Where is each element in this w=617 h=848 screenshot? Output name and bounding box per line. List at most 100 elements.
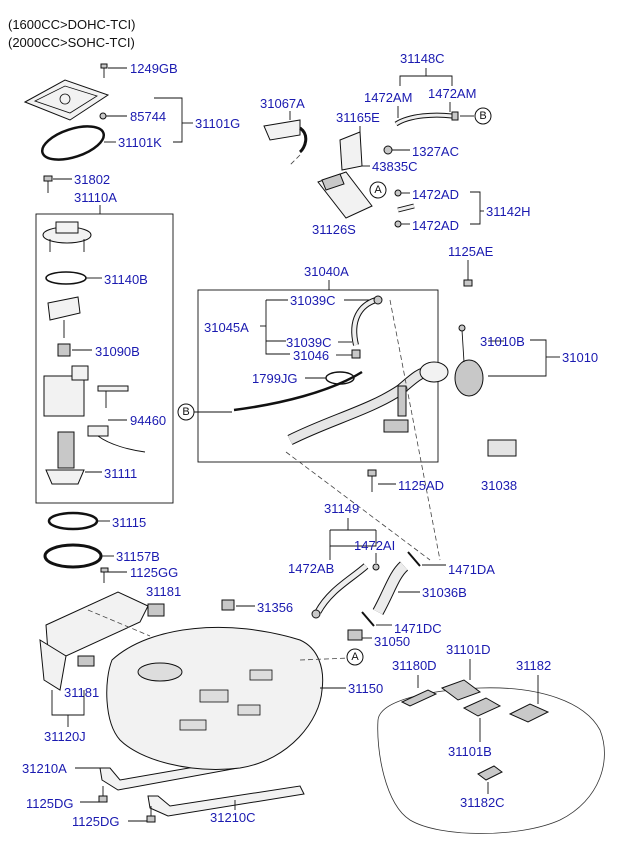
callout-a-bottom: [346, 648, 364, 666]
label-43835c[interactable]: 43835C: [372, 159, 418, 174]
label-31165e[interactable]: 31165E: [336, 110, 380, 125]
tank-strap-31210c: [147, 785, 305, 817]
label-31101k[interactable]: 31101K: [118, 135, 162, 150]
label-1125ad[interactable]: 1125AD: [398, 478, 444, 493]
label-31036b[interactable]: 31036B: [422, 585, 467, 600]
label-31110a[interactable]: 31110A: [74, 190, 117, 205]
vapor-hose-31148c: [394, 111, 459, 127]
vapor-hose-31067a: [263, 119, 308, 154]
label-plate-31038: [487, 439, 517, 457]
label-31181-left[interactable]: 31181: [64, 685, 99, 700]
label-1125dg-2[interactable]: 1125DG: [72, 814, 119, 829]
clip-31050: [347, 629, 363, 641]
label-31010[interactable]: 31010: [562, 350, 598, 365]
label-31140b[interactable]: 31140B: [104, 272, 148, 287]
label-1472ad-1[interactable]: 1472AD: [412, 187, 459, 202]
fuel-pump-cover-plate: [23, 79, 110, 121]
pump-reservoir-part: [43, 365, 89, 417]
label-94460[interactable]: 94460: [130, 413, 166, 428]
label-31802[interactable]: 31802: [74, 172, 110, 187]
label-31142h[interactable]: 31142H: [486, 204, 531, 219]
label-1799jg[interactable]: 1799JG: [252, 371, 298, 386]
label-31149[interactable]: 31149: [324, 501, 359, 516]
ring-31115: [47, 511, 99, 531]
clamp-1471da: [407, 551, 421, 567]
label-31067a[interactable]: 31067A: [260, 96, 305, 111]
label-31046[interactable]: 31046: [293, 348, 329, 363]
label-31101d[interactable]: 31101D: [446, 642, 491, 657]
fuel-cap-31010: [454, 324, 484, 397]
vent-hose-31149: [311, 563, 369, 619]
label-31180d[interactable]: 31180D: [392, 658, 437, 673]
label-31182[interactable]: 31182: [516, 658, 551, 673]
pad-31101d: [440, 679, 482, 701]
label-1471dc[interactable]: 1471DC: [394, 621, 442, 636]
regulator-31090b: [57, 343, 71, 357]
clip-31356: [221, 599, 235, 611]
label-31120j[interactable]: 31120J: [44, 729, 86, 744]
label-85744[interactable]: 85744: [130, 109, 166, 124]
label-31101b[interactable]: 31101B: [448, 744, 492, 759]
pad-31182c: [477, 765, 503, 781]
label-31050[interactable]: 31050: [374, 634, 410, 649]
label-31045a[interactable]: 31045A: [204, 320, 249, 335]
filter-cap-part: [47, 296, 81, 338]
screw-85744-part: [99, 112, 107, 120]
label-31115[interactable]: 31115: [112, 515, 146, 530]
callout-a-top: [369, 181, 387, 199]
fuel-pump-31111: [45, 431, 85, 485]
label-1472ai[interactable]: 1472AI: [354, 538, 395, 553]
filler-neck-frame: [197, 289, 439, 463]
clamp-1471dc: [361, 611, 375, 627]
engine-spec-line-1: (1600CC>DOHC-TCI): [8, 17, 136, 32]
label-31010b[interactable]: 31010B: [480, 334, 525, 349]
label-1472am-2[interactable]: 1472AM: [428, 86, 476, 101]
label-31356[interactable]: 31356: [257, 600, 293, 615]
bolt-1125dg-2-part: [146, 806, 156, 823]
label-31039c-1[interactable]: 31039C: [290, 293, 336, 308]
fill-hose-31036b: [372, 561, 409, 615]
label-31039c-2[interactable]: 31039C: [286, 335, 332, 350]
label-31181-top[interactable]: 31181: [146, 584, 181, 599]
fuel-tank-31150: [106, 626, 324, 770]
label-31182c[interactable]: 31182C: [460, 795, 505, 810]
label-31090b[interactable]: 31090B: [95, 344, 140, 359]
pad-31182: [508, 703, 550, 723]
pad-31181-left: [77, 655, 95, 667]
heat-protector-part: [39, 591, 149, 691]
label-31126s[interactable]: 31126S: [312, 222, 356, 237]
label-1125gg[interactable]: 1125GG: [130, 565, 178, 580]
bolt-1125ad: [367, 469, 377, 492]
label-1125dg-1[interactable]: 1125DG: [26, 796, 73, 811]
hose-31142h: [397, 203, 415, 213]
callout-b-mid-text: B: [182, 406, 189, 418]
label-31210c[interactable]: 31210C: [210, 810, 256, 825]
pump-module-frame: [35, 213, 174, 504]
label-31038[interactable]: 31038: [481, 478, 517, 493]
label-1472ad-2[interactable]: 1472AD: [412, 218, 459, 233]
clamp-1472ai: [372, 563, 380, 571]
gasket-ring-31101k: [41, 125, 105, 161]
bolt-1125gg-part: [100, 567, 109, 583]
screw-31802-part: [43, 175, 53, 193]
label-31111[interactable]: 31111: [104, 466, 137, 481]
callout-a-bottom-text: A: [351, 651, 359, 663]
ring-31140b: [45, 271, 87, 285]
label-31148c[interactable]: 31148C: [400, 51, 445, 66]
label-1472am-1[interactable]: 1472AM: [364, 90, 412, 105]
label-31210a[interactable]: 31210A: [22, 761, 67, 776]
label-31101g[interactable]: 31101G: [195, 116, 240, 131]
nut-1327ac: [383, 145, 393, 155]
label-1471da[interactable]: 1471DA: [448, 562, 495, 577]
label-1472ab[interactable]: 1472AB: [288, 561, 334, 576]
canister-31126s: [317, 171, 373, 219]
label-1327ac[interactable]: 1327AC: [412, 144, 459, 159]
pad-31101b-part: [462, 697, 502, 717]
bracket-31165e: [339, 131, 363, 171]
bolt-1249gb-part: [100, 63, 108, 78]
label-31150[interactable]: 31150: [348, 681, 383, 696]
label-31040a[interactable]: 31040A: [304, 264, 349, 279]
label-31157b[interactable]: 31157B: [116, 549, 160, 564]
label-1249gb[interactable]: 1249GB: [130, 61, 178, 76]
label-1125ae[interactable]: 1125AE: [448, 244, 494, 259]
